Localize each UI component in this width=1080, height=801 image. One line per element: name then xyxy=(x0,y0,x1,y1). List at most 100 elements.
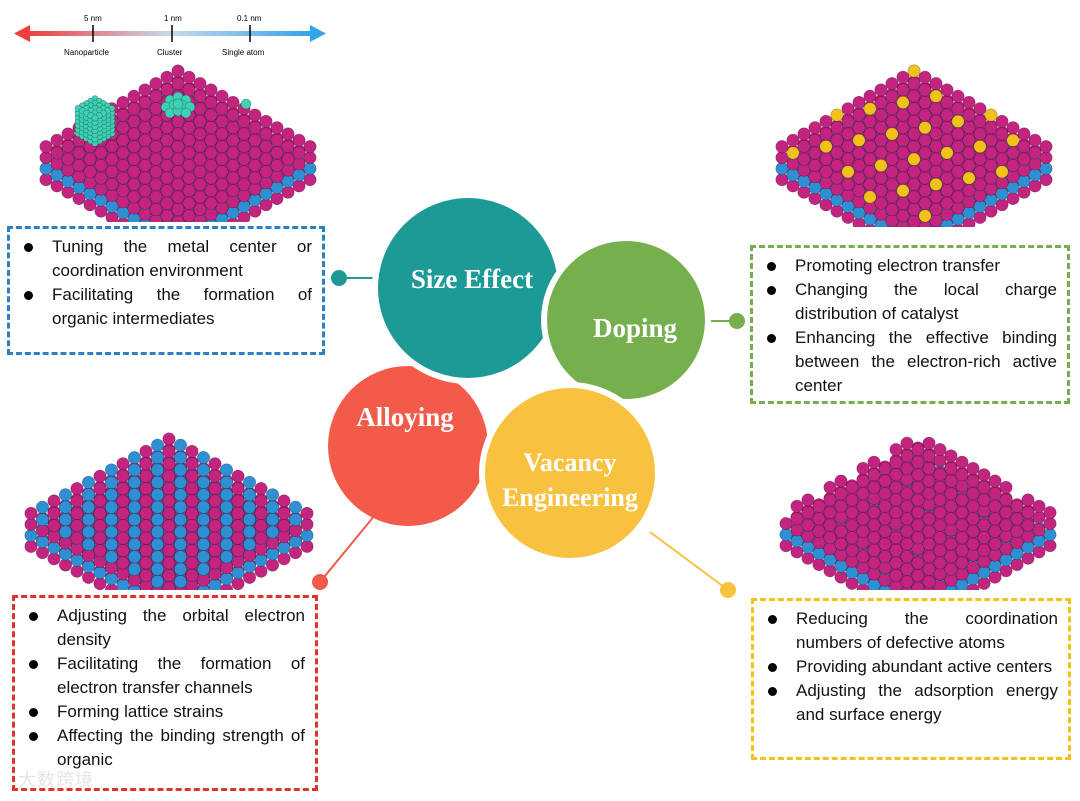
atom xyxy=(237,140,251,154)
atom xyxy=(841,114,855,128)
atom xyxy=(105,140,119,154)
atom xyxy=(1010,525,1024,539)
atom xyxy=(973,127,987,141)
atom xyxy=(951,190,965,204)
atom xyxy=(907,64,921,78)
atom xyxy=(995,127,1009,141)
atom xyxy=(856,474,870,488)
atom xyxy=(955,455,969,469)
atom xyxy=(160,184,174,198)
atom xyxy=(193,77,207,91)
atom xyxy=(786,146,800,160)
atom xyxy=(105,475,119,489)
atom xyxy=(896,184,910,198)
atom xyxy=(50,146,64,160)
atom xyxy=(116,482,130,496)
atom xyxy=(933,531,947,545)
atom xyxy=(1032,499,1046,513)
doping-lattice-illustration xyxy=(775,64,1053,227)
atom xyxy=(940,146,954,160)
atom xyxy=(900,487,914,501)
atom xyxy=(116,121,130,135)
atom xyxy=(105,152,119,166)
atom xyxy=(834,525,848,539)
alloying-point-3: Forming lattice strains xyxy=(27,700,305,724)
atom xyxy=(182,146,196,160)
atom xyxy=(896,108,910,122)
atom xyxy=(929,89,943,103)
atom xyxy=(845,531,859,545)
atom xyxy=(149,177,163,191)
atom xyxy=(988,525,1002,539)
atom xyxy=(292,133,306,147)
atom xyxy=(922,525,936,539)
atom xyxy=(171,64,185,78)
scale-label-cluster: Cluster xyxy=(157,48,183,57)
atom xyxy=(845,543,859,557)
atom xyxy=(896,95,910,109)
atom xyxy=(999,480,1013,494)
atom xyxy=(984,159,998,173)
alloying-circle xyxy=(328,366,488,526)
connector-alloying xyxy=(312,514,376,590)
atom xyxy=(790,512,804,526)
atom xyxy=(138,121,152,135)
atom xyxy=(907,177,921,191)
atom xyxy=(885,203,899,217)
atom xyxy=(243,537,257,551)
atom xyxy=(896,133,910,147)
atom xyxy=(841,152,855,166)
atom xyxy=(215,114,229,128)
atom xyxy=(1028,146,1042,160)
atom xyxy=(955,531,969,545)
atom xyxy=(215,127,229,141)
atom xyxy=(1039,140,1053,154)
atom xyxy=(852,108,866,122)
atom xyxy=(277,519,291,533)
atom xyxy=(896,209,910,223)
atom xyxy=(281,152,295,166)
atom xyxy=(174,475,188,489)
atom xyxy=(204,196,218,210)
atom xyxy=(885,152,899,166)
size-effect-lattice-illustration xyxy=(39,64,317,222)
atom xyxy=(259,140,273,154)
vacancy-point-1: Reducing the coordination numbers of def… xyxy=(766,607,1058,655)
atom xyxy=(193,177,207,191)
atom xyxy=(182,184,196,198)
doping-point-3: Enhancing the effective binding between … xyxy=(765,326,1057,398)
atom xyxy=(940,133,954,147)
atom xyxy=(300,506,314,520)
atom xyxy=(127,127,141,141)
atom xyxy=(215,165,229,179)
atom xyxy=(185,568,199,582)
atom xyxy=(1021,506,1035,520)
atom xyxy=(171,177,185,191)
atom xyxy=(823,480,837,494)
atom xyxy=(266,525,280,539)
atom xyxy=(61,152,75,166)
atom xyxy=(127,190,141,204)
atom xyxy=(160,133,174,147)
atom xyxy=(204,121,218,135)
atom xyxy=(193,140,207,154)
atom xyxy=(116,133,130,147)
atom xyxy=(900,449,914,463)
atom xyxy=(962,146,976,160)
atom xyxy=(226,108,240,122)
atom xyxy=(973,114,987,128)
scale-bar: 5 nm 1 nm 0.1 nm Nanoparticle Cluster Si… xyxy=(14,12,326,58)
atom xyxy=(933,493,947,507)
atom xyxy=(863,190,877,204)
atom xyxy=(907,102,921,116)
atom xyxy=(907,114,921,128)
atom xyxy=(929,114,943,128)
atom xyxy=(790,499,804,513)
atom xyxy=(918,133,932,147)
atom xyxy=(955,543,969,557)
atom xyxy=(951,177,965,191)
atom xyxy=(174,463,188,477)
vacancy-point-2: Providing abundant active centers xyxy=(766,655,1058,679)
atom xyxy=(819,127,833,141)
atom xyxy=(1043,506,1057,520)
